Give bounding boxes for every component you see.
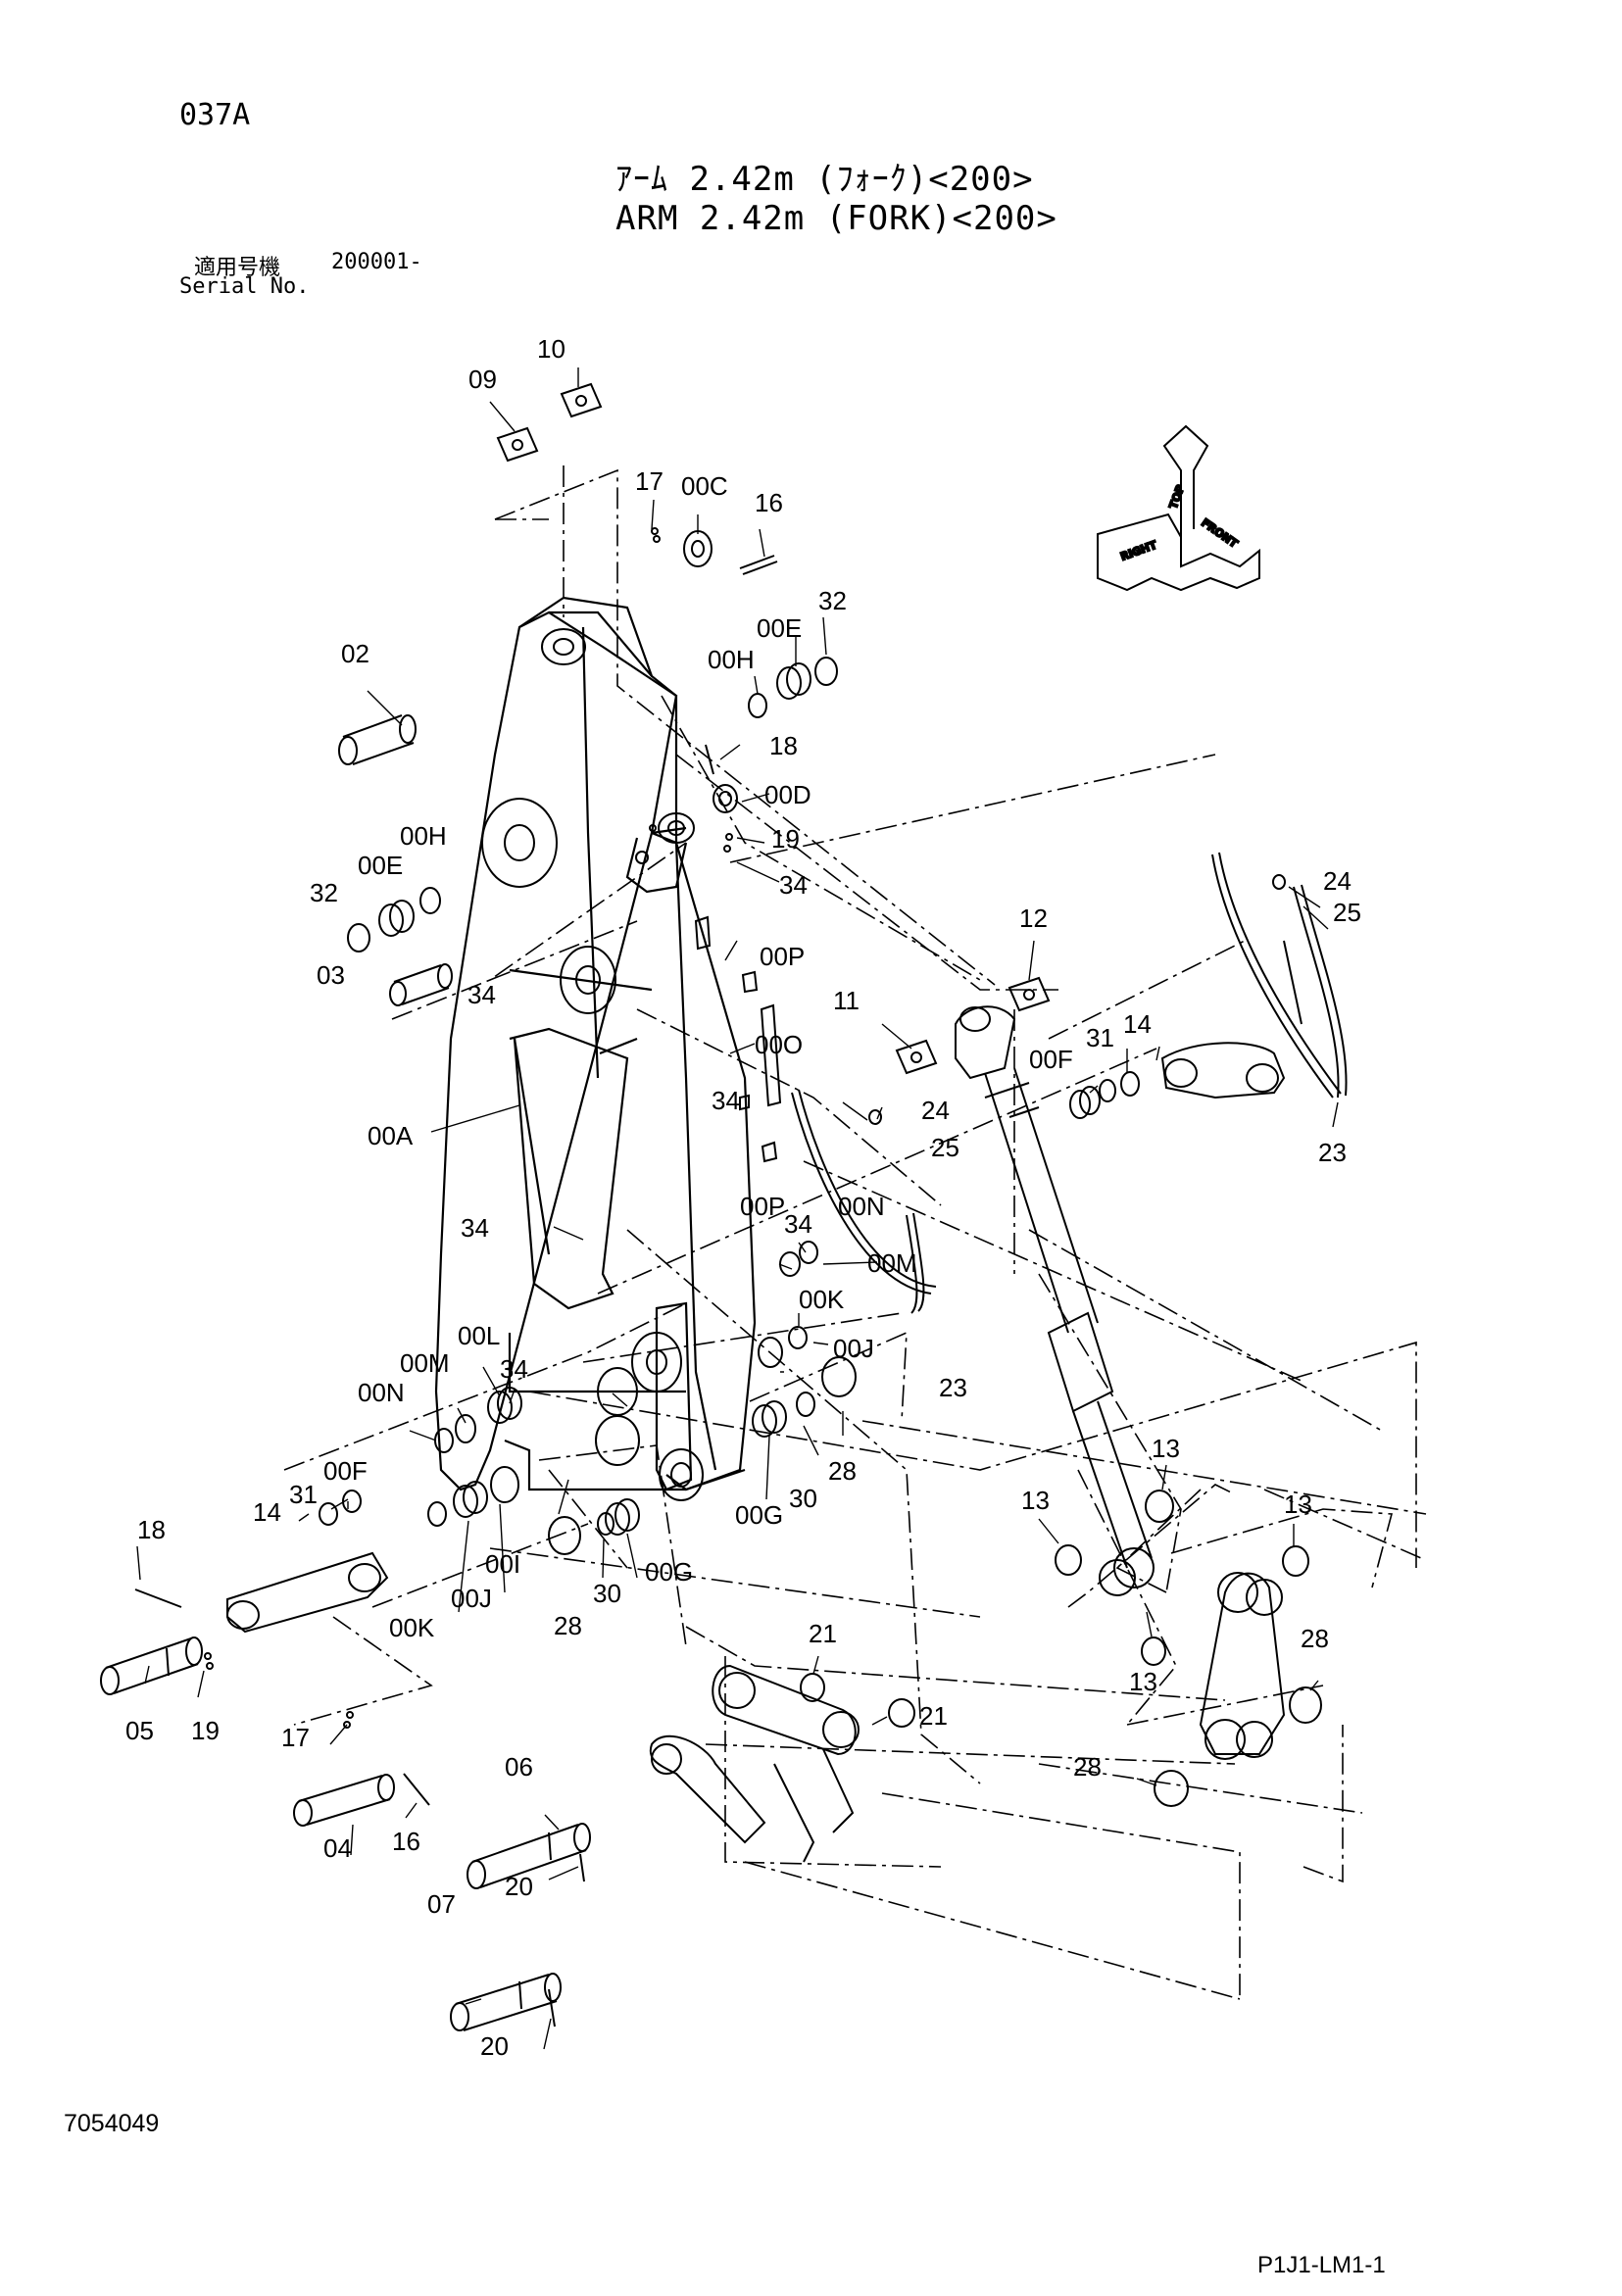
callout-label: 13 bbox=[1021, 1486, 1050, 1515]
callout-label: 00K bbox=[799, 1285, 845, 1314]
callout-label: 00P bbox=[740, 1192, 785, 1221]
callout-label: 04 bbox=[323, 1833, 352, 1863]
callout-label: 13 bbox=[1284, 1490, 1312, 1519]
callout-label: 00D bbox=[764, 780, 811, 809]
arm-body bbox=[434, 596, 757, 1491]
callout-label: 34 bbox=[500, 1354, 528, 1384]
callout-label: 31 bbox=[289, 1480, 318, 1509]
callout-label: 34 bbox=[779, 870, 808, 900]
orientation-right: RIGHT bbox=[1119, 538, 1159, 562]
shims bbox=[496, 382, 1051, 1163]
callout-label: 19 bbox=[191, 1716, 220, 1745]
callout-label: 30 bbox=[789, 1484, 817, 1513]
callout-label: 14 bbox=[1123, 1009, 1152, 1039]
callout-label: 10 bbox=[537, 334, 565, 364]
title-japanese: ｱｰﾑ 2.42m (ﾌｫｰｸ)<200> bbox=[615, 160, 1034, 199]
callout-label: 12 bbox=[1019, 904, 1048, 933]
callout-label: 00E bbox=[757, 613, 802, 643]
callout-label: 00G bbox=[645, 1557, 693, 1587]
callout-label: 32 bbox=[818, 586, 847, 615]
callout-label: 31 bbox=[1086, 1023, 1114, 1052]
orientation-front: FRONT bbox=[1199, 516, 1240, 551]
callout-label: 00N bbox=[358, 1378, 405, 1407]
callout-label: 00M bbox=[400, 1348, 450, 1378]
callout-label: 23 bbox=[939, 1373, 967, 1402]
callout-labels: 09 10 17 00C 16 32 00E 00H 02 18 00D 19 … bbox=[125, 334, 1361, 2061]
callout-label: 34 bbox=[467, 980, 496, 1009]
serial-label-japanese: 適用号機 bbox=[194, 256, 281, 280]
callout-label: 32 bbox=[310, 878, 338, 907]
callout-label: 00J bbox=[451, 1584, 492, 1613]
hoses bbox=[791, 852, 1348, 1314]
pins bbox=[100, 555, 778, 2031]
callout-label: 24 bbox=[1323, 866, 1352, 896]
callout-label: 24 bbox=[921, 1096, 950, 1125]
serial-label-english: Serial No. bbox=[179, 274, 310, 299]
callout-label: 00P bbox=[760, 942, 805, 971]
callout-label: 18 bbox=[769, 731, 798, 760]
callout-label: 11 bbox=[833, 986, 860, 1015]
callout-label: 18 bbox=[137, 1515, 166, 1544]
callout-label: 19 bbox=[771, 824, 800, 854]
callout-label: 28 bbox=[554, 1611, 582, 1640]
callout-label: 02 bbox=[341, 639, 369, 668]
callout-label: 14 bbox=[253, 1497, 281, 1527]
callout-label: 00M bbox=[867, 1248, 917, 1278]
callout-label: 00G bbox=[735, 1500, 783, 1530]
arm-pin-bosses bbox=[481, 628, 704, 1501]
rings-and-bushings bbox=[204, 527, 1322, 1807]
callout-label: 13 bbox=[1152, 1434, 1180, 1463]
callout-label: 09 bbox=[468, 365, 497, 394]
callout-label: 00C bbox=[681, 471, 728, 501]
callout-label: 20 bbox=[480, 2031, 509, 2061]
callout-label: 00J bbox=[833, 1334, 874, 1363]
callout-label: 00E bbox=[358, 851, 403, 880]
callout-label: 07 bbox=[427, 1889, 456, 1919]
orientation-top: TOP bbox=[1167, 483, 1188, 511]
callout-label: 21 bbox=[919, 1701, 948, 1731]
callout-label: 25 bbox=[1333, 898, 1361, 927]
callout-leaders bbox=[136, 367, 1339, 2050]
callout-label: 13 bbox=[1129, 1667, 1157, 1696]
callout-label: 16 bbox=[392, 1827, 420, 1856]
orientation-compass-icon: TOP RIGHT FRONT bbox=[1097, 424, 1260, 592]
cylinder-and-links bbox=[226, 1005, 1286, 1863]
callout-label: 00H bbox=[708, 645, 755, 674]
callout-label: 00N bbox=[838, 1192, 885, 1221]
title-english: ARM 2.42m (FORK)<200> bbox=[615, 199, 1057, 238]
callout-label: 28 bbox=[1301, 1624, 1329, 1653]
callout-label: 21 bbox=[809, 1619, 837, 1648]
callout-label: 34 bbox=[784, 1209, 812, 1239]
drawing-number: 7054049 bbox=[64, 2110, 160, 2137]
callout-label: 17 bbox=[281, 1723, 310, 1752]
callout-label: 00F bbox=[323, 1456, 368, 1486]
callout-label: 25 bbox=[931, 1133, 959, 1162]
callout-label: 28 bbox=[828, 1456, 857, 1486]
callout-label: 23 bbox=[1318, 1138, 1347, 1167]
callout-label: 16 bbox=[755, 488, 783, 517]
callout-label: 00O bbox=[755, 1030, 803, 1059]
callout-label: 28 bbox=[1073, 1752, 1102, 1782]
callout-label: 00K bbox=[389, 1613, 435, 1642]
callout-label: 00A bbox=[368, 1121, 414, 1150]
callout-label: 34 bbox=[461, 1213, 489, 1243]
callout-label: 20 bbox=[505, 1872, 533, 1901]
callout-label: 17 bbox=[635, 466, 664, 496]
callout-label: 34 bbox=[712, 1086, 740, 1115]
callout-label: 00L bbox=[458, 1321, 500, 1350]
callout-label: 30 bbox=[593, 1579, 621, 1608]
callout-label: 00H bbox=[400, 821, 447, 851]
callout-label: 03 bbox=[317, 960, 345, 990]
callout-label: 00F bbox=[1029, 1045, 1073, 1074]
callout-label: 05 bbox=[125, 1716, 154, 1745]
serial-value: 200001- bbox=[331, 250, 422, 274]
callout-label: 06 bbox=[505, 1752, 533, 1782]
page-code: 037A bbox=[179, 98, 251, 132]
assembly-leader-lines bbox=[283, 465, 1427, 2000]
page-reference: P1J1-LM1-1 bbox=[1257, 2252, 1386, 2278]
callout-label: 00I bbox=[485, 1549, 520, 1579]
